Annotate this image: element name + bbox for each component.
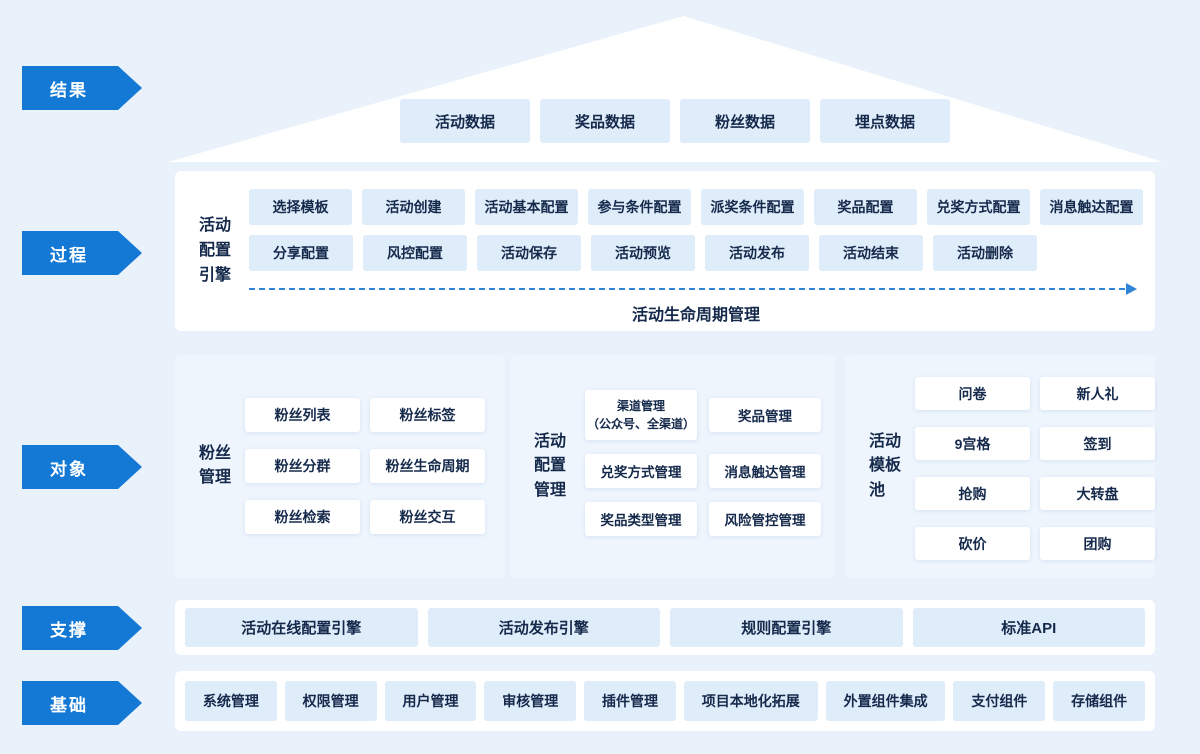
process-step: 活动发布 (705, 235, 809, 271)
row-label-text: 过程 (50, 245, 88, 265)
foundation-module: 外置组件集成 (825, 681, 946, 721)
process-step: 参与条件配置 (588, 189, 691, 225)
row-label-text: 支撑 (50, 620, 88, 640)
process-step: 活动删除 (933, 235, 1037, 271)
template-item: 抢购 (915, 477, 1030, 510)
fans-item: 粉丝分群 (245, 449, 360, 483)
foundation-module: 审核管理 (484, 681, 577, 721)
data-metric: 埋点数据 (820, 99, 950, 143)
template-grid: 问卷 新人礼 9宫格 签到 抢购 大转盘 砍价 团购 (915, 377, 1155, 560)
row-label-foundation: 基础 (22, 681, 142, 725)
foundation-module: 插件管理 (584, 681, 676, 721)
data-metric: 奖品数据 (540, 99, 670, 143)
support-engine: 活动在线配置引擎 (185, 608, 418, 647)
process-step: 消息触达配置 (1040, 189, 1143, 225)
row-label-object: 对象 (22, 445, 142, 489)
fans-panel-label: 粉丝管理 (199, 444, 232, 487)
foundation-module: 存储组件 (1053, 681, 1146, 721)
lifecycle-arrow (249, 283, 1137, 295)
template-pool-panel: 活动模板池 问卷 新人礼 9宫格 签到 抢购 大转盘 砍价 团购 (845, 355, 1155, 578)
template-item: 砍价 (915, 527, 1030, 560)
row-label-text: 基础 (50, 695, 88, 715)
template-item: 问卷 (915, 377, 1030, 410)
config-item: 兑奖方式管理 (585, 454, 697, 488)
row-label-support: 支撑 (22, 606, 142, 650)
data-metric: 粉丝数据 (680, 99, 810, 143)
foundation-module: 支付组件 (953, 681, 1046, 721)
process-step: 活动基本配置 (475, 189, 578, 225)
engine-label: 活动配置引擎 (199, 216, 232, 284)
process-step: 兑奖方式配置 (927, 189, 1030, 225)
process-step: 活动预览 (591, 235, 695, 271)
data-metric: 活动数据 (400, 99, 530, 143)
process-step-row-1: 选择模板 活动创建 活动基本配置 参与条件配置 派奖条件配置 奖品配置 兑奖方式… (249, 189, 1143, 225)
fans-item: 粉丝交互 (370, 500, 485, 534)
row-label-result: 结果 (22, 66, 142, 110)
row-label-process: 过程 (22, 231, 142, 275)
template-panel-label: 活动模板池 (869, 432, 902, 499)
config-row: 奖品类型管理 风险管控管理 (585, 502, 821, 536)
foundation-module: 项目本地化拓展 (683, 681, 818, 721)
row-label-text: 对象 (50, 459, 88, 479)
template-item: 大转盘 (1040, 477, 1155, 510)
activity-config-panel: 活动配置管理 渠道管理 （公众号、全渠道） 奖品管理 兑奖方式管理 消息触达管理… (510, 355, 835, 578)
result-data-row: 活动数据 奖品数据 粉丝数据 埋点数据 (400, 99, 950, 143)
support-engine: 规则配置引擎 (670, 608, 903, 647)
foundation-module: 系统管理 (185, 681, 277, 721)
process-step: 活动保存 (477, 235, 581, 271)
config-grid: 渠道管理 （公众号、全渠道） 奖品管理 兑奖方式管理 消息触达管理 奖品类型管理… (585, 390, 821, 536)
foundation-module: 权限管理 (284, 681, 377, 721)
foundation-module: 用户管理 (384, 681, 477, 721)
config-panel-label: 活动配置管理 (534, 432, 567, 499)
process-step: 风控配置 (363, 235, 467, 271)
process-step: 活动创建 (362, 189, 465, 225)
fans-grid: 粉丝列表 粉丝标签 粉丝分群 粉丝生命周期 粉丝检索 粉丝交互 (245, 398, 485, 534)
support-engine: 标准API (912, 608, 1145, 647)
process-step: 分享配置 (249, 235, 353, 271)
fans-item: 粉丝检索 (245, 500, 360, 534)
support-engine: 活动发布引擎 (427, 608, 660, 647)
config-row: 兑奖方式管理 消息触达管理 (585, 454, 821, 488)
config-item: 消息触达管理 (709, 454, 821, 488)
fans-item: 粉丝标签 (370, 398, 485, 432)
config-item: 奖品管理 (709, 398, 821, 432)
template-item: 团购 (1040, 527, 1155, 560)
fans-item: 粉丝生命周期 (370, 449, 485, 483)
row-label-text: 结果 (50, 80, 88, 100)
template-item: 签到 (1040, 427, 1155, 460)
process-step: 派奖条件配置 (701, 189, 804, 225)
process-content: 选择模板 活动创建 活动基本配置 参与条件配置 派奖条件配置 奖品配置 兑奖方式… (249, 189, 1143, 325)
foundation-panel: 系统管理 权限管理 用户管理 审核管理 插件管理 项目本地化拓展 外置组件集成 … (175, 671, 1155, 731)
config-item: 渠道管理 （公众号、全渠道） (585, 390, 697, 440)
process-step: 活动结束 (819, 235, 923, 271)
template-item: 新人礼 (1040, 377, 1155, 410)
process-step: 选择模板 (249, 189, 352, 225)
template-item: 9宫格 (915, 427, 1030, 460)
process-step: 奖品配置 (814, 189, 917, 225)
fans-item: 粉丝列表 (245, 398, 360, 432)
support-panel: 活动在线配置引擎 活动发布引擎 规则配置引擎 标准API (175, 600, 1155, 655)
lifecycle-label: 活动生命周期管理 (631, 307, 760, 324)
config-row: 渠道管理 （公众号、全渠道） 奖品管理 (585, 390, 821, 440)
fans-management-panel: 粉丝管理 粉丝列表 粉丝标签 粉丝分群 粉丝生命周期 粉丝检索 粉丝交互 (175, 355, 505, 578)
process-panel: 活动配置引擎 选择模板 活动创建 活动基本配置 参与条件配置 派奖条件配置 奖品… (175, 171, 1155, 331)
config-item: 奖品类型管理 (585, 502, 697, 536)
process-step-row-2: 分享配置 风控配置 活动保存 活动预览 活动发布 活动结束 活动删除 (249, 235, 1143, 271)
config-item: 风险管控管理 (709, 502, 821, 536)
